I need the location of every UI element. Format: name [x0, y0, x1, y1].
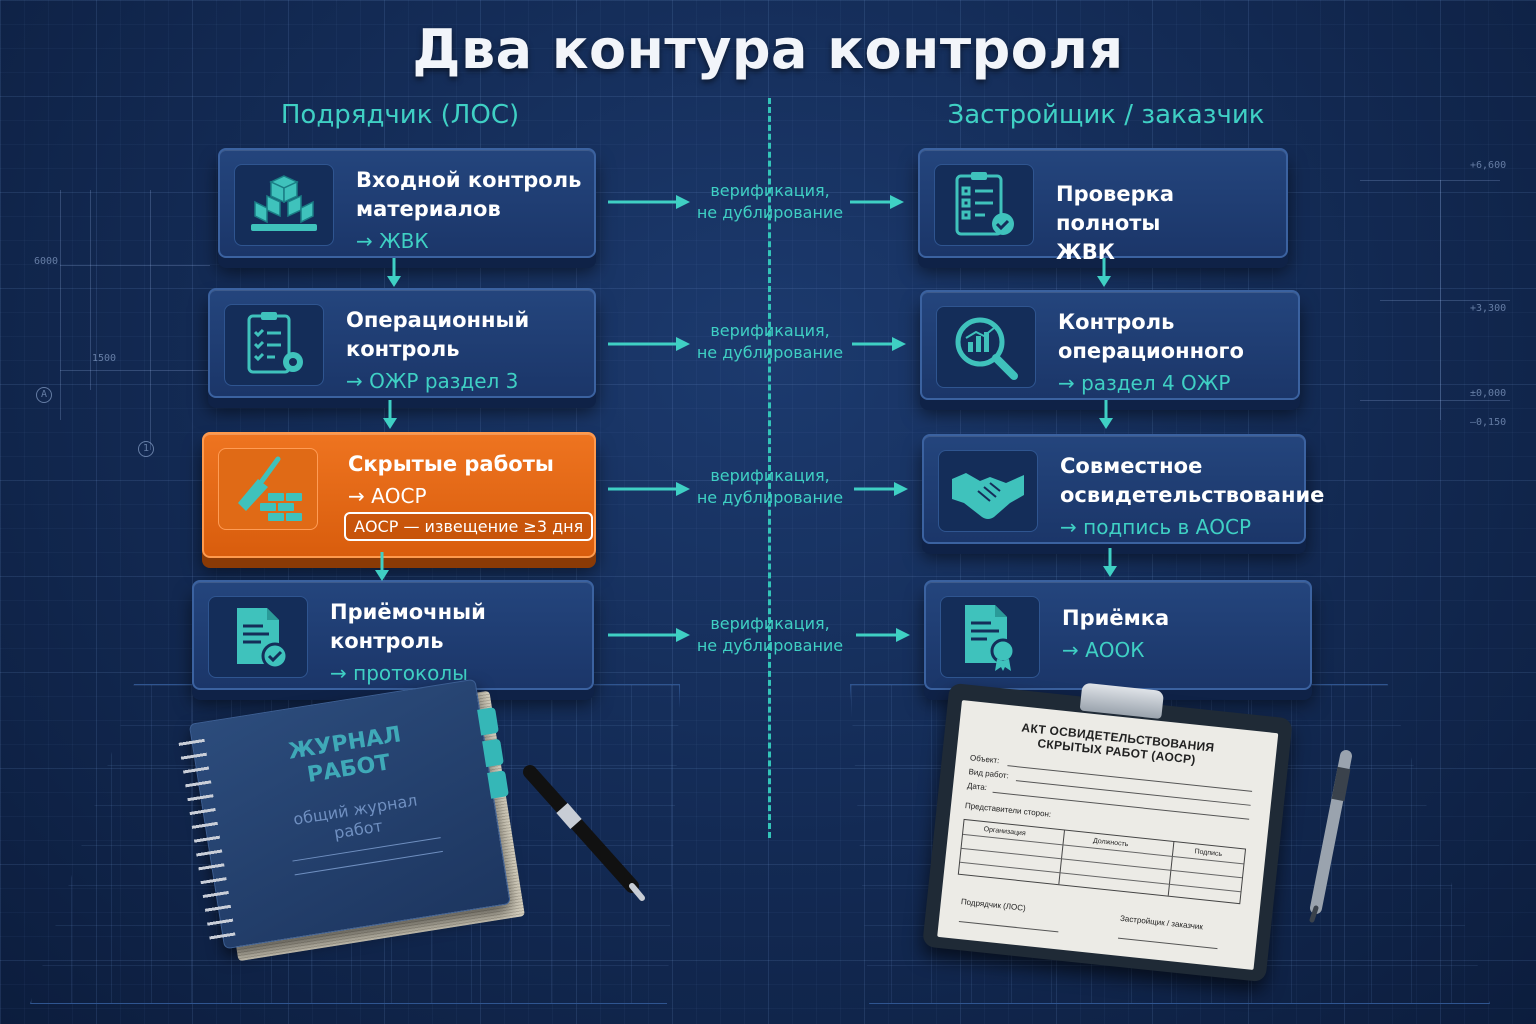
blueprint-level: +3,300 [1470, 303, 1507, 314]
pen-icon [523, 765, 645, 901]
journal-title: ЖУРНАЛ РАБОТ [286, 722, 403, 789]
boxes-pallet-icon [234, 164, 334, 246]
blueprint-axis-marker: 1 [138, 441, 154, 457]
act-title: АКТ ОСВИДЕТЕЛЬСТВОВАНИЯ СКРЫТЫХ РАБОТ (А… [1020, 720, 1216, 767]
handshake-icon [938, 450, 1038, 532]
down-arrow-icon [383, 400, 397, 429]
form-line [1007, 765, 1253, 792]
card-target: → протоколы [330, 661, 468, 685]
down-arrow-icon [387, 258, 401, 287]
blueprint-line [1380, 300, 1510, 301]
notice-badge: АОСР — извещение ≥3 дня [344, 512, 594, 541]
card-target: → раздел 4 ОЖР [1058, 371, 1231, 395]
card-operational-control: Операционный контроль → ОЖР раздел 3 [208, 288, 596, 398]
card-title: Контроль операционного [1058, 310, 1244, 363]
card-target: → подпись в АОСР [1060, 515, 1252, 539]
card-target: → АООК [1062, 638, 1145, 662]
column-heading-contractor: Подрядчик (ЛОС) [280, 100, 520, 130]
right-arrow-icon [608, 337, 690, 351]
card-target: → АОСР [348, 484, 427, 508]
blueprint-axis-marker: А [36, 387, 52, 403]
blueprint-line [60, 190, 61, 420]
pen-icon [1309, 750, 1352, 923]
table-header: Подпись [1194, 848, 1223, 859]
card-title: Операционный контроль [346, 308, 530, 361]
act-document: АКТ ОСВИДЕТЕЛЬСТВОВАНИЯ СКРЫТЫХ РАБОТ (А… [937, 700, 1279, 971]
card-operational-review: Контроль операционного → раздел 4 ОЖР [920, 290, 1300, 400]
act-field-label: Дата: [966, 781, 988, 793]
card-acceptance-control: Приёмочный контроль → протоколы [192, 580, 594, 690]
card-incoming-control: Входной контроль материалов → ЖВК [218, 148, 596, 258]
blueprint-line [150, 190, 151, 450]
right-arrow-icon [608, 482, 690, 496]
card-joint-inspection: Совместное освидетельствование → подпись… [922, 434, 1325, 544]
card-title: Совместное освидетельствование [1060, 454, 1325, 507]
book-tab [487, 770, 509, 799]
right-arrow-icon [856, 628, 910, 642]
signature-label: Подрядчик (ЛОС) [960, 897, 1027, 913]
card-title: Скрытые работы [348, 452, 554, 476]
act-field-label: Объект: [969, 753, 1000, 766]
act-clipboard: АКТ ОСВИДЕТЕЛЬСТВОВАНИЯ СКРЫТЫХ РАБОТ (А… [922, 682, 1293, 983]
checklist-check-icon [934, 164, 1034, 246]
book-tab [482, 738, 504, 768]
signature-line [1117, 937, 1218, 950]
card-target: → ОЖР раздел 3 [346, 369, 519, 393]
blueprint-line [60, 265, 210, 266]
card-title: Приёмка [1062, 606, 1170, 630]
parties-table: Организация Должность Подпись [957, 818, 1247, 905]
blueprint-line [1360, 180, 1500, 181]
verification-label: верификация, не дублирование [696, 181, 844, 222]
journal-subtitle: общий журнал работ [291, 790, 419, 843]
magnifier-chart-icon [936, 306, 1036, 388]
down-arrow-icon [1103, 548, 1117, 577]
table-header: Должность [1092, 837, 1129, 849]
verification-label: верификация, не дублирование [696, 614, 844, 655]
book-line [294, 850, 443, 876]
blueprint-line [60, 370, 210, 371]
verification-label: верификация, не дублирование [696, 321, 844, 362]
card-title: Приёмочный контроль [330, 600, 486, 653]
page-title: Два контура контроля [412, 18, 1124, 81]
document-check-icon [208, 596, 308, 678]
trowel-bricks-icon [218, 448, 318, 530]
act-parties-label: Представители сторон: [964, 800, 1052, 819]
down-arrow-icon [375, 552, 389, 581]
verification-label: верификация, не дублирование [696, 466, 844, 507]
blueprint-line [1360, 400, 1510, 401]
card-jvk-check: Проверка полноты ЖВК [918, 148, 1288, 264]
card-hidden-works: Скрытые работы → АОСР АОСР — извещение ≥… [202, 432, 596, 558]
book-tab [477, 707, 499, 736]
blueprint-line [1440, 180, 1441, 420]
right-arrow-icon [850, 195, 904, 209]
certificate-icon [940, 596, 1040, 678]
signature-line [958, 920, 1059, 933]
table-row-line [960, 861, 1241, 893]
right-arrow-icon [854, 482, 908, 496]
work-journal-book: ЖУРНАЛ РАБОТ общий журнал работ [177, 678, 525, 962]
card-title: Входной контроль материалов [356, 168, 582, 221]
signature-label: Застройщик / заказчик [1119, 913, 1204, 932]
center-dashed-divider [768, 98, 771, 838]
right-arrow-icon [608, 195, 690, 209]
book-cover: ЖУРНАЛ РАБОТ общий журнал работ [177, 678, 511, 950]
form-line [1015, 780, 1251, 806]
blueprint-dimension: 6000 [34, 256, 59, 267]
card-title: Проверка полноты ЖВК [1056, 182, 1175, 264]
right-arrow-icon [608, 628, 690, 642]
down-arrow-icon [1099, 400, 1113, 429]
act-field-label: Вид работ: [968, 767, 1010, 781]
card-acceptance: Приёмка → АООК [924, 580, 1312, 690]
blueprint-level: ±0,000 [1470, 388, 1507, 399]
blueprint-level: –0,150 [1470, 417, 1507, 428]
card-target: → ЖВК [356, 229, 429, 253]
blueprint-line [90, 190, 91, 390]
blueprint-level: +6,600 [1470, 160, 1507, 171]
clipboard-gear-icon [224, 304, 324, 386]
down-arrow-icon [1097, 258, 1111, 287]
column-heading-client: Застройщик / заказчик [947, 100, 1265, 130]
blueprint-dimension: 1500 [92, 353, 117, 364]
right-arrow-icon [852, 337, 906, 351]
